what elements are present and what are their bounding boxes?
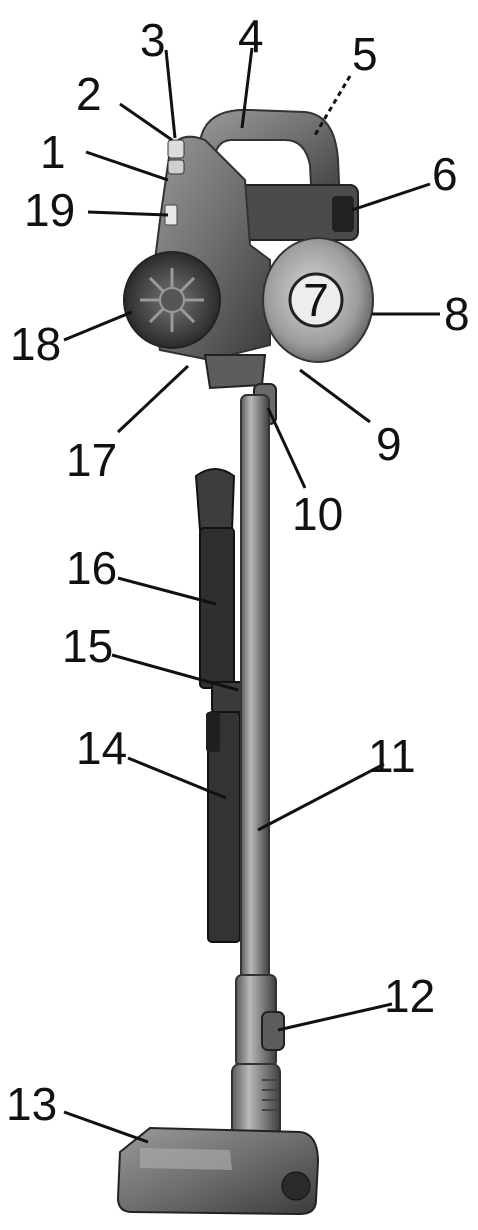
callout-9: 9 (376, 418, 402, 470)
power-button (167, 139, 185, 159)
callout-10: 10 (292, 488, 343, 540)
callout-7: 7 (303, 274, 329, 326)
battery-release (332, 196, 354, 232)
crevice-tool (199, 527, 235, 689)
callout-13: 13 (6, 1078, 57, 1130)
speed-button (167, 159, 185, 175)
floor-head-wheel (281, 1171, 311, 1201)
brush-attachment (194, 468, 236, 531)
vacuum-illustration: 7 (116, 108, 374, 1216)
callout-11: 11 (368, 730, 416, 782)
callout-8: 8 (444, 288, 470, 340)
extension-tube (240, 394, 270, 986)
callout-18: 18 (10, 318, 61, 370)
leader-lines (63, 47, 440, 1144)
bin-badge (288, 272, 344, 328)
callout-1: 1 (40, 126, 66, 178)
callout-2: 2 (76, 68, 102, 120)
callout-labels: 1 2 3 4 5 6 8 9 10 11 12 13 14 15 16 17 … (6, 10, 470, 1130)
callout-6: 6 (432, 148, 458, 200)
callout-5: 5 (352, 28, 378, 80)
nozzle-clip (206, 712, 220, 752)
callout-19: 19 (24, 184, 75, 236)
body-neck (203, 354, 267, 390)
floor-head-release (261, 1011, 285, 1051)
callout-12: 12 (384, 970, 435, 1022)
callout-17: 17 (66, 434, 117, 486)
callout-4: 4 (238, 10, 264, 62)
callout-16: 16 (66, 542, 117, 594)
callout-15: 15 (62, 620, 113, 672)
callout-14: 14 (76, 722, 127, 774)
callout-3: 3 (140, 14, 166, 66)
